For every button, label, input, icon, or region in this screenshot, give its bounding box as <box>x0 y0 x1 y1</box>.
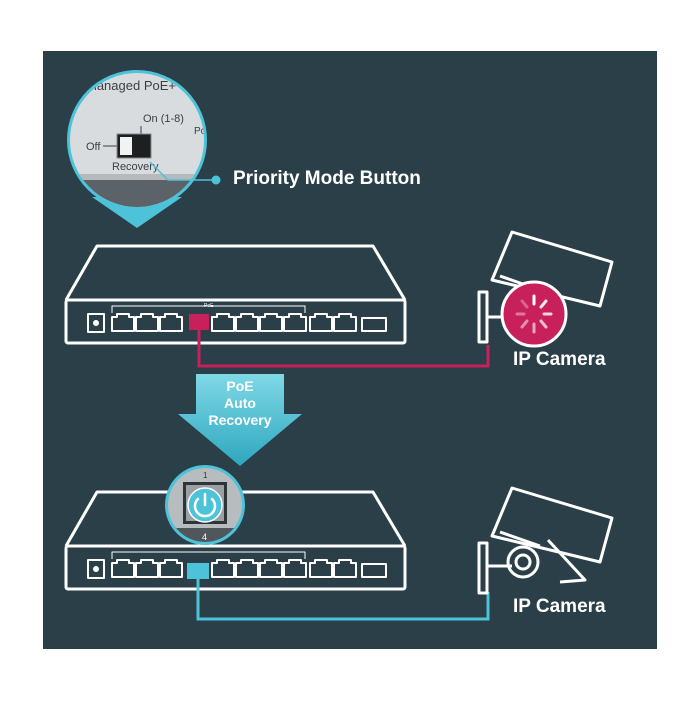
bottom-ip-camera <box>477 486 614 595</box>
top-port-faulty <box>189 314 209 330</box>
camera-mount-bottom <box>477 541 489 595</box>
switch-off-label: Off <box>86 141 101 153</box>
recovery-badge: 1 4 <box>165 465 245 545</box>
badge-port-number-bottom: 4 <box>202 532 207 542</box>
bottom-cable-cyan <box>196 579 490 621</box>
poe-auto-recovery-text: PoE Auto Recovery <box>196 378 284 429</box>
bottom-power-port <box>87 559 105 579</box>
bottom-switch-front <box>64 544 407 591</box>
camera-lens-error <box>500 280 568 348</box>
top-switch <box>64 244 407 345</box>
bottom-ethernet-ports <box>111 559 357 578</box>
priority-mode-callout: managed PoE+ S On (1-8) Po Off Recovery <box>67 70 221 228</box>
callout-leader-line <box>149 161 215 181</box>
priority-mode-button-label: Priority Mode Button <box>233 168 421 189</box>
camera-body-bottom <box>490 486 614 564</box>
top-switch-front <box>64 298 407 345</box>
top-power-port <box>87 313 105 333</box>
callout-side-text: Po <box>194 126 207 137</box>
bottom-port-recovered <box>187 563 209 579</box>
bottom-sfp-port <box>361 563 387 578</box>
ip-camera-label-bottom: IP Camera <box>513 596 606 617</box>
callout-dot <box>211 175 221 185</box>
arrow-text-line3: Recovery <box>208 412 272 428</box>
top-switch-lid <box>64 244 407 301</box>
loading-spinner-icon <box>515 294 553 334</box>
top-panel-label: PoE <box>204 303 214 309</box>
switch-on-label: On (1-8) <box>143 113 184 125</box>
camera-lens-bottom <box>506 545 540 579</box>
arrow-text-line2: Auto <box>224 395 256 411</box>
top-sfp-port <box>361 317 387 332</box>
switch-knob <box>120 137 132 155</box>
top-cable-magenta <box>197 330 490 368</box>
switch-recovery-label: Recovery <box>112 161 159 173</box>
poe-auto-recovery-arrow <box>178 374 302 466</box>
ip-camera-label-top: IP Camera <box>513 349 606 370</box>
arrow-text-line1: PoE <box>226 378 254 394</box>
top-ethernet-ports <box>111 313 357 332</box>
power-recovery-icon <box>193 492 217 518</box>
callout-device-text: managed PoE+ S <box>86 78 189 93</box>
badge-port-number-top: 1 <box>203 471 208 480</box>
camera-body-top <box>490 230 614 308</box>
